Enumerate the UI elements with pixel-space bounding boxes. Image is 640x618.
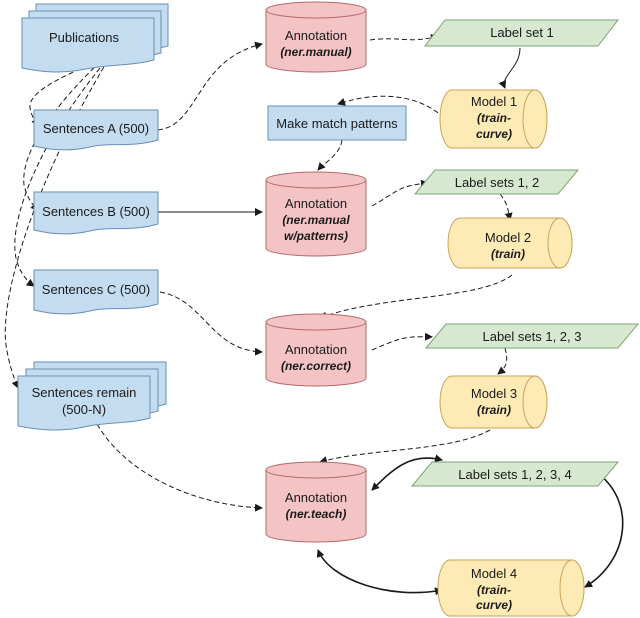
model-1-recipe-line2: curve) xyxy=(476,127,512,141)
model-2-recipe: (train) xyxy=(491,247,525,261)
annotation-2-title: Annotation xyxy=(285,196,347,211)
model-1-title: Model 1 xyxy=(471,94,517,109)
model-3-node: Model 3 (train) xyxy=(439,375,548,429)
model-2-node: Model 2 (train) xyxy=(447,217,573,269)
annotation-3-recipe: (ner.correct) xyxy=(281,359,351,373)
edge-annotation-1-to-label-set-1 xyxy=(369,34,439,42)
annotation-1-title: Annotation xyxy=(285,28,347,43)
sentences-remain-label-line1: Sentences remain xyxy=(32,385,137,400)
label-sets-2-node: Label sets 1, 2 xyxy=(413,169,580,195)
model-3-title: Model 3 xyxy=(471,386,517,401)
edge-model-2-to-annotation-3 xyxy=(319,274,513,320)
model-1-recipe-line1: (train- xyxy=(477,111,511,125)
label-sets-2-label: Label sets 1, 2 xyxy=(455,175,540,190)
model-4-title: Model 4 xyxy=(471,566,517,581)
edge-label-sets-3-to-model-3 xyxy=(497,347,508,375)
model-4-recipe-line2: curve) xyxy=(476,598,512,612)
sentences-remain-node: Sentences remain (500-N) xyxy=(17,361,167,431)
sentences-c-node: Sentences C (500) xyxy=(33,269,159,315)
annotation-4-title: Annotation xyxy=(285,490,347,505)
sentences-a-node: Sentences A (500) xyxy=(33,109,159,151)
annotation-4-recipe: (ner.teach) xyxy=(286,507,347,521)
label-sets-4-node: Label sets 1, 2, 3, 4 xyxy=(410,461,620,487)
annotation-2-recipe-line1: (ner.manual xyxy=(282,213,350,227)
label-sets-3-label: Label sets 1, 2, 3 xyxy=(482,329,581,344)
edges xyxy=(4,34,624,596)
annotation-2-recipe-line2: w/patterns) xyxy=(284,229,348,243)
model-2-title: Model 2 xyxy=(485,230,531,245)
edge-publications-to-sentences-remain xyxy=(4,59,109,389)
edge-publications-to-sentences-b xyxy=(23,61,101,211)
edge-label-sets-2-to-model-2 xyxy=(499,193,513,221)
edge-sentences-c-to-annotation-3 xyxy=(159,291,263,356)
edge-publications-to-sentences-c xyxy=(14,61,106,287)
edge-annotation-3-to-label-sets-3 xyxy=(371,332,433,351)
model-1-node: Model 1 (train- curve) xyxy=(439,89,548,149)
match-patterns-node: Make match patterns xyxy=(267,105,407,141)
edge-sentences-a-to-annotation-1 xyxy=(157,41,263,131)
edge-model-1-to-patterns xyxy=(337,95,445,119)
sentences-c-label: Sentences C (500) xyxy=(42,282,150,297)
label-set-1-node: Label set 1 xyxy=(423,19,620,47)
publications-node: Publications xyxy=(21,3,169,73)
sentences-remain-label-line2: (500-N) xyxy=(62,402,106,417)
label-sets-3-node: Label sets 1, 2, 3 xyxy=(424,323,640,349)
sentences-b-label: Sentences B (500) xyxy=(42,204,150,219)
sentences-b-node: Sentences B (500) xyxy=(33,191,159,235)
match-patterns-label: Make match patterns xyxy=(276,116,398,131)
annotation-1-recipe: (ner.manual) xyxy=(280,45,351,59)
label-sets-4-label: Label sets 1, 2, 3, 4 xyxy=(458,467,571,482)
edge-patterns-to-annotation-2 xyxy=(317,139,343,171)
label-set-1-label: Label set 1 xyxy=(490,25,554,40)
edge-model-3-to-annotation-4 xyxy=(319,429,491,464)
annotation-1-node: Annotation (ner.manual) xyxy=(265,1,367,73)
edge-sentences-remain-to-annotation-4 xyxy=(89,409,263,512)
edge-loop-label-sets-4-model-4 xyxy=(584,471,624,588)
annotation-3-node: Annotation (ner.correct) xyxy=(265,313,367,387)
edge-label-set-1-to-model-1 xyxy=(498,47,521,89)
sentences-a-label: Sentences A (500) xyxy=(43,121,149,136)
model-4-recipe-line1: (train- xyxy=(477,583,511,597)
annotation-3-title: Annotation xyxy=(285,342,347,357)
annotation-4-node: Annotation (ner.teach) xyxy=(265,461,367,543)
model-4-node: Model 4 (train- curve) xyxy=(437,559,585,617)
model-3-recipe: (train) xyxy=(477,403,511,417)
publications-label: Publications xyxy=(49,30,120,45)
edge-loop-annotation-4-label-sets-4 xyxy=(371,454,443,491)
edge-loop-model-4-annotation-4 xyxy=(316,549,443,596)
annotation-2-node: Annotation (ner.manual w/patterns) xyxy=(265,171,367,257)
